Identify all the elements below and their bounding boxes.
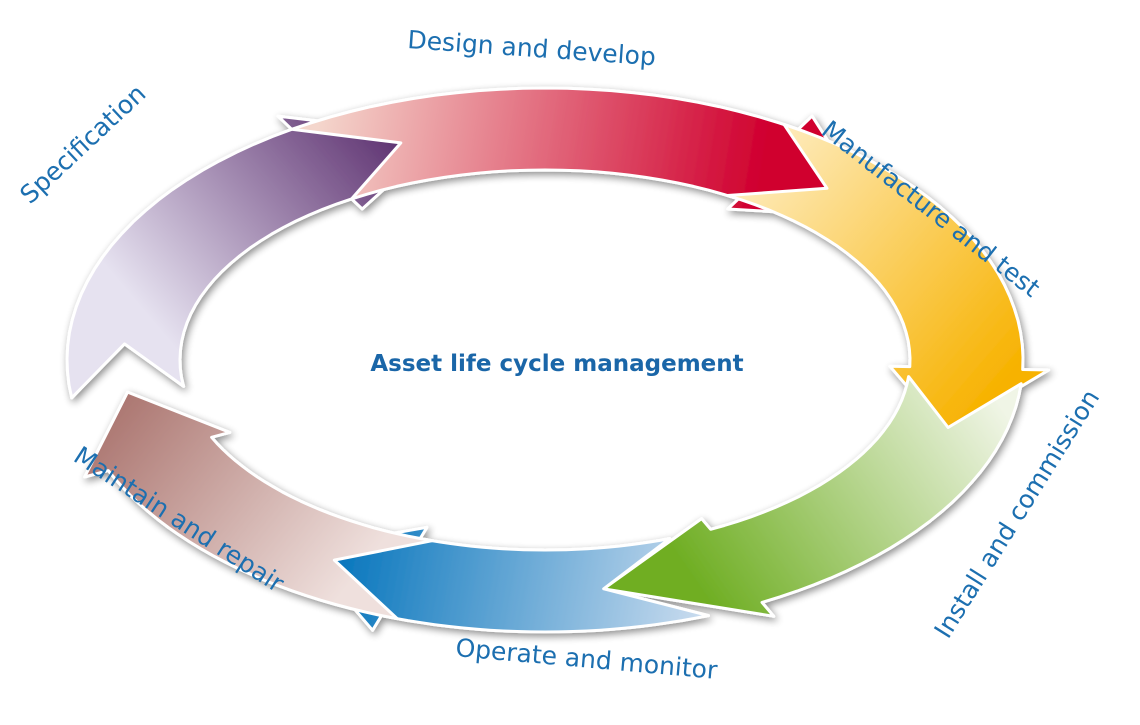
arrow-maintain-and-repair: [83, 390, 434, 621]
arrow-install-and-commission: [602, 375, 1023, 618]
stage-label-design-and-develop: Design and develop: [407, 25, 657, 71]
stage-label-operate-and-monitor: Operate and monitor: [454, 633, 719, 685]
arrow-specification: [65, 114, 445, 400]
stage-label-specification: Specification: [14, 79, 151, 210]
arrow-operate-and-monitor: [301, 525, 710, 634]
center-title: Asset life cycle management: [370, 351, 743, 377]
cycle-arrows: [65, 86, 1051, 634]
arrow-manufacture-and-test: [726, 122, 1051, 433]
arrow-design-and-develop: [290, 86, 879, 220]
